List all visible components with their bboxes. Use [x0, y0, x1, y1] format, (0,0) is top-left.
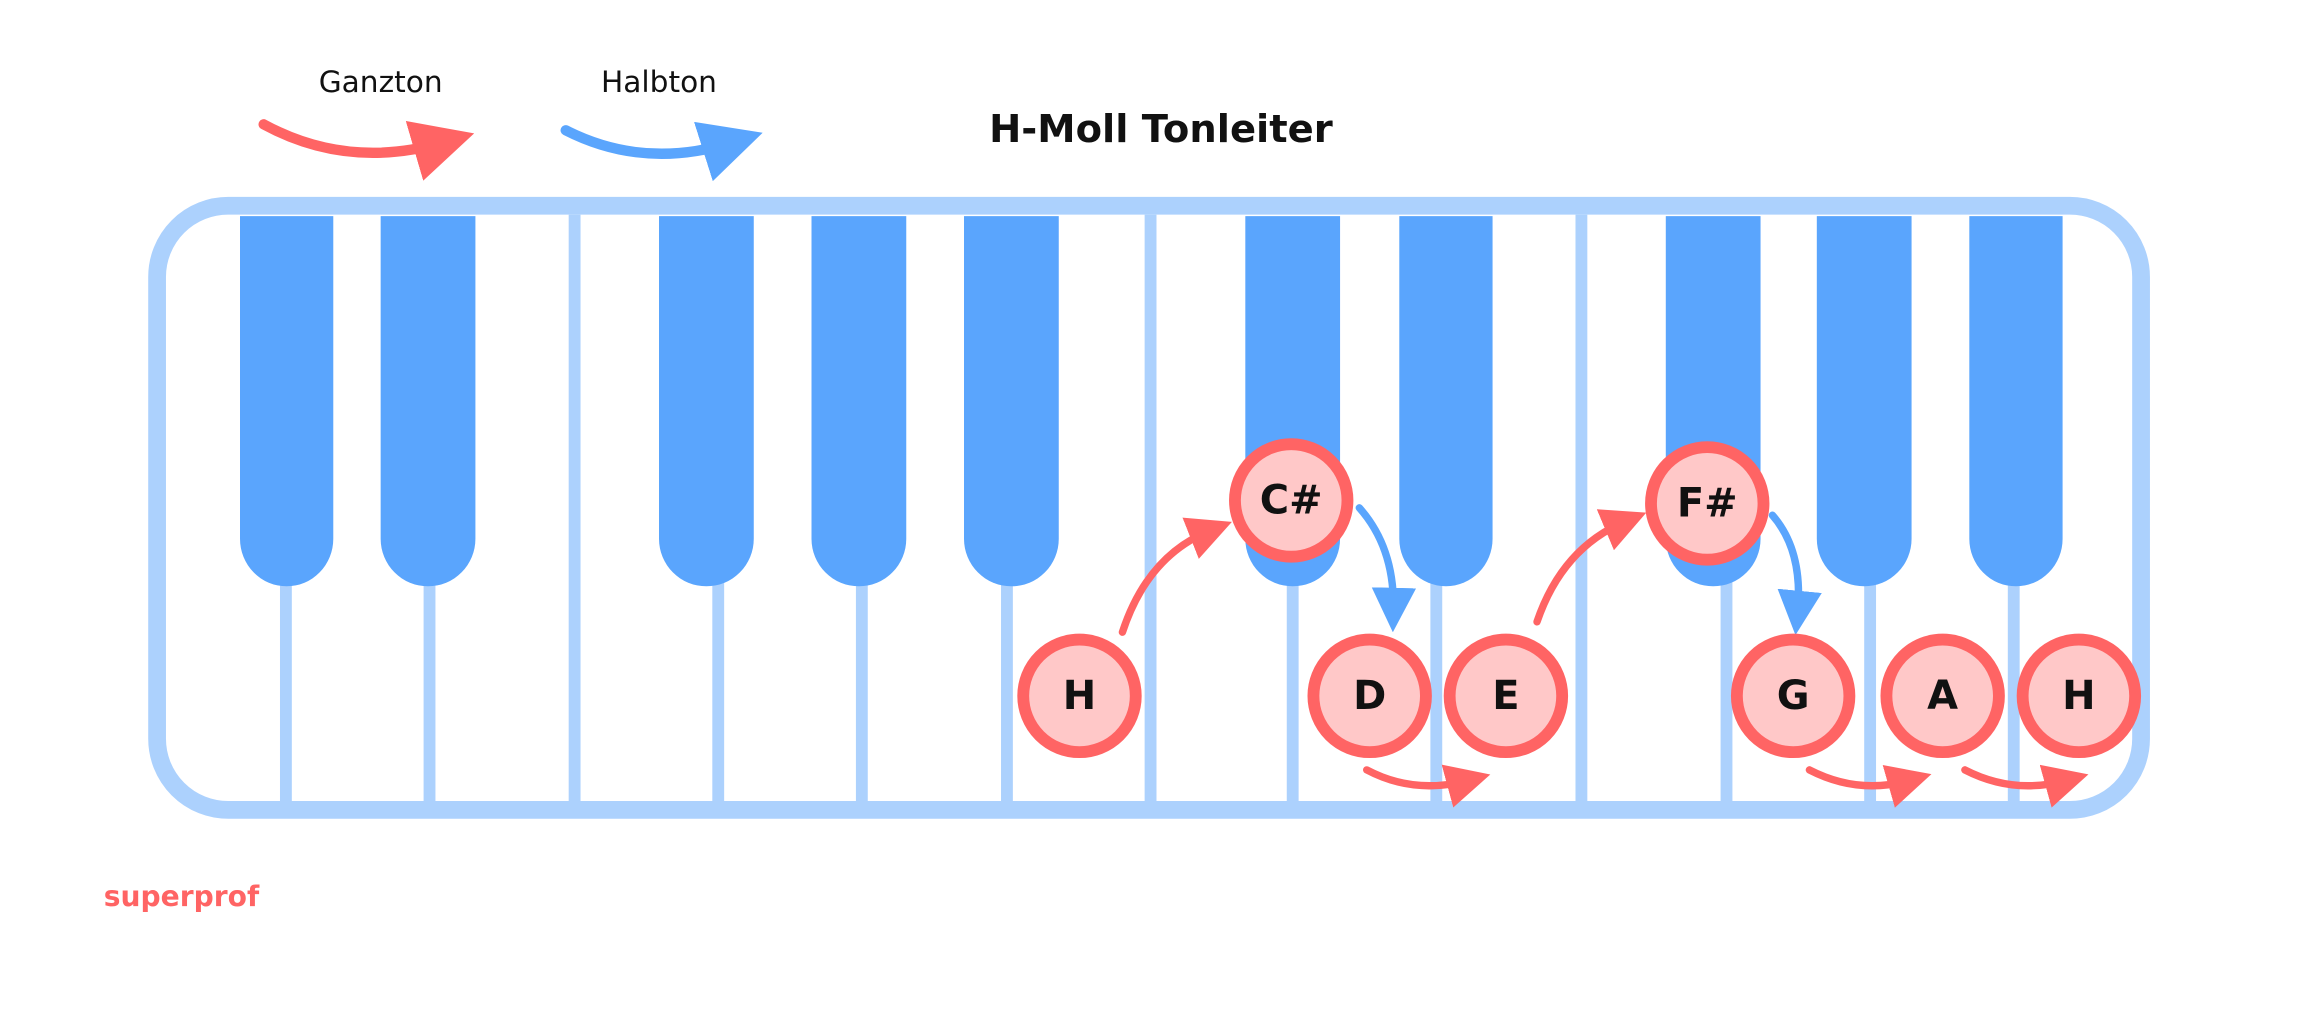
svg-text:A: A	[1927, 673, 1958, 719]
legend-half-step-arrow	[560, 121, 763, 182]
note-4: E	[1443, 633, 1569, 759]
note-2: C#	[1229, 438, 1354, 563]
svg-text:F#: F#	[1677, 480, 1738, 526]
black-keys	[240, 216, 2063, 587]
keyboard-frame	[148, 196, 2150, 819]
legend-whole-step-label: Ganzton	[319, 65, 443, 99]
note-5: F#	[1645, 441, 1770, 566]
note-7: A	[1880, 633, 2005, 759]
svg-text:G: G	[1777, 673, 1810, 719]
step-arrow-1	[1118, 517, 1232, 636]
white-key-dividers	[279, 214, 2020, 807]
step-arrow-5	[1768, 511, 1822, 636]
note-1: H	[1017, 633, 1142, 759]
step-arrow-2	[1355, 504, 1417, 633]
note-6: G	[1730, 633, 1856, 759]
brand-logo: superprof	[104, 880, 260, 913]
svg-text:H: H	[2062, 673, 2095, 719]
svg-text:E: E	[1492, 673, 1519, 719]
note-3: D	[1307, 633, 1432, 759]
step-arrow-7	[1961, 764, 2089, 808]
legend-half-step-label: Halbton	[601, 65, 717, 99]
scale-notes: H C# D E F# G A H	[1017, 438, 2142, 759]
diagram-title: H-Moll Tonleiter	[989, 107, 1333, 152]
step-arrow-4	[1533, 509, 1647, 626]
svg-text:D: D	[1353, 673, 1386, 719]
note-8: H	[2016, 633, 2142, 759]
step-arrow-6	[1805, 765, 1932, 808]
svg-text:H: H	[1063, 673, 1096, 719]
piano-keyboard	[148, 196, 2150, 819]
legend-whole-step-arrow	[258, 119, 475, 181]
step-arrows	[1118, 504, 2089, 808]
step-arrow-3	[1363, 764, 1491, 808]
svg-text:C#: C#	[1260, 477, 1323, 523]
